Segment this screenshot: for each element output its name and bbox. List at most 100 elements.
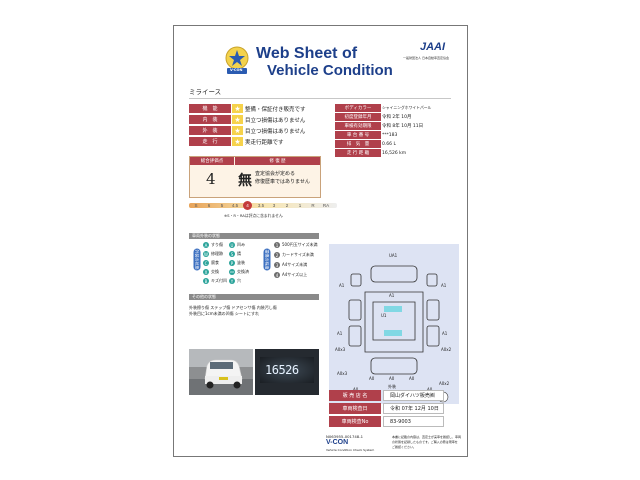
scale-item: 4.5 [231, 203, 239, 208]
legend-text: 錆 [237, 251, 241, 256]
name-underline [189, 98, 451, 99]
legend-code: U [229, 242, 235, 248]
damage-label: A0x2 [441, 347, 452, 352]
spec-table: ボディカラー シャイニングホワイトパール 初度登録年月 令和 2年 10月 車検… [335, 104, 453, 160]
jaai-subtitle: 一般財団法人 日本自動車査定協会 [403, 56, 449, 60]
footer-code: N063955-001748-1 [326, 434, 363, 439]
damage-label: A1 [441, 283, 447, 288]
damage-label: A1 [389, 293, 395, 298]
degree-text: A4サイズ以上 [282, 272, 308, 277]
overall-score: 4 [206, 170, 216, 188]
damage-label: A0 [409, 376, 415, 381]
star-icon: ★ [232, 115, 243, 124]
dealer-table: 販 売 店 名 岡山ダイハツ販売㈱ 車両検査日 令和 07年 12月 10日 車… [329, 390, 449, 428]
other-condition-line-1: 外装擦り傷 ステップ傷 ドアセンサ傷 内装汚し傷 [189, 305, 277, 310]
summary-label: 走 行 [189, 137, 231, 146]
degree-text: 500円玉サイズ未満 [282, 242, 318, 247]
scale-item: 3 [272, 203, 276, 208]
footer-disclaimer-1: 本書に記載の内容は、査定士が実車を確認し、車両 [392, 435, 462, 439]
scale-item: 2 [285, 203, 289, 208]
scale-item: 4 [243, 201, 252, 210]
odometer-reading: 16526 [265, 363, 299, 377]
other-condition-bar: その他の状態 [189, 294, 319, 300]
damage-label: UA1 [389, 253, 398, 258]
summary-block: 機 能 ★ 整備・保証付き販売です 内 装 ★ 目立つ損傷はありません 外 装 … [189, 104, 319, 148]
summary-text: 実走行距離です [245, 139, 284, 146]
summary-row: 外 装 ★ 目立つ損傷はありません [189, 126, 319, 135]
legend-code: P [229, 260, 235, 266]
dealer-value: 岡山ダイハツ販売㈱ [383, 390, 444, 401]
summary-text: 目立つ損傷はありません [245, 128, 306, 135]
spec-value: ***183 [382, 132, 398, 138]
legend-text: 塗装 [237, 260, 245, 265]
spec-label: 車 台 番 号 [335, 131, 381, 139]
degree-code: 3 [274, 262, 280, 268]
degree-text: A4サイズ未満 [282, 262, 308, 267]
legend-block: 外装の状態 A すり傷 U 凹み W 修理跡 S 錆 C 腐食 P 塗装 X 交… [189, 242, 319, 284]
other-condition-line-2: 外装目に1cm未満の凹傷 シートにすれ [189, 311, 259, 316]
legend-code: XX [229, 269, 235, 275]
spec-value: 0.66 L [382, 141, 396, 147]
damage-label: A0 [369, 376, 375, 381]
damage-label: A0x3 [335, 347, 346, 352]
damage-label: A1 [442, 331, 448, 336]
damage-label: A1 [339, 283, 345, 288]
legend-code: C [203, 260, 209, 266]
dealer-label: 車両検査No [329, 416, 381, 427]
scale-track [189, 203, 337, 208]
damage-label: A0x3 [337, 371, 348, 376]
summary-row: 内 装 ★ 目立つ損傷はありません [189, 115, 319, 124]
badge-label: V-CON [230, 68, 243, 72]
star-icon: ★ [232, 137, 243, 146]
scale-item: 5 [220, 203, 224, 208]
dealer-label: 販 売 店 名 [329, 390, 381, 401]
odometer-glow [260, 357, 314, 383]
vehicle-name: ミライース [189, 88, 222, 96]
damage-label: A0 [389, 376, 395, 381]
vehicle-photo [189, 349, 253, 395]
spec-label: 排 気 量 [335, 140, 381, 148]
title-line-2: Vehicle Condition [267, 62, 393, 79]
damage-label: U1 [381, 313, 387, 318]
vcon-badge-icon: V-CON [224, 46, 250, 76]
star-icon: ★ [232, 104, 243, 113]
legend-text: すり傷 [211, 242, 223, 247]
repair-text-1: 査定協会が定める [255, 171, 296, 177]
vehicle-condition-sheet: V-CON Web Sheet of Vehicle Condition JAA… [173, 25, 468, 457]
summary-text: 整備・保証付き販売です [245, 106, 306, 113]
legend-side-right: 損傷の程度 [263, 248, 271, 271]
summary-row: 機 能 ★ 整備・保証付き販売です [189, 104, 319, 113]
spec-value: 16,526 km [382, 150, 407, 156]
spec-value: 令和 8年 10月 11日 [382, 124, 424, 129]
legend-bar: 車両外装の状態 [189, 233, 319, 239]
score-box: 総合評価点 修 復 歴 4 無 査定協会が定める 修復歴車ではありません [189, 156, 321, 198]
legend-code: X [203, 269, 209, 275]
legend-code: B [203, 278, 209, 284]
degree-code: 4 [274, 272, 280, 278]
degree-code: 1 [274, 242, 280, 248]
legend-code: Y [229, 278, 235, 284]
legend-text: キズ付凹 [211, 278, 227, 283]
footer-disclaimer-3: ご確認ください。 [392, 445, 417, 449]
scale-item: 3.5 [257, 203, 265, 208]
summary-row: 走 行 ★ 実走行距離です [189, 137, 319, 146]
legend-text: 修理跡 [211, 251, 223, 256]
legend-side-left: 外装の状態 [193, 248, 201, 271]
dealer-value: 令和 07年 12月 10日 [383, 403, 444, 414]
spec-label: 走 行 距 離 [335, 149, 381, 157]
repair-history-mark: 無 [238, 173, 252, 189]
scale-item: S [194, 203, 198, 208]
legend-text: 腐食 [211, 260, 219, 265]
diagram-bottom-label: 外装 [388, 384, 396, 389]
summary-label: 内 装 [189, 115, 231, 124]
spec-label: ボディカラー [335, 104, 381, 112]
footer-disclaimer-2: の状態を記録したものです。ご購入の際は現車を [392, 440, 458, 444]
legend-text: 交換 [211, 269, 219, 274]
damage-label: A0x2 [439, 381, 450, 386]
scale-item: 6 [207, 203, 211, 208]
star-icon: ★ [232, 126, 243, 135]
legend-code: A [203, 242, 209, 248]
repair-text-2: 修復歴車ではありません [255, 179, 310, 185]
dealer-value: 83-9003 [383, 416, 444, 427]
